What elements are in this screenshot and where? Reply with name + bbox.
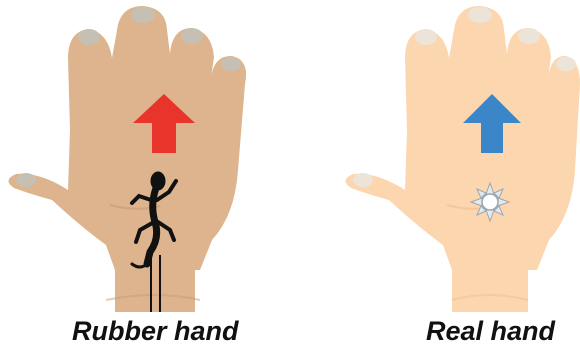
rubber-hand-panel: Rubber hand <box>0 0 290 350</box>
real-hand-illustration <box>290 0 580 312</box>
sparkle-icon <box>471 183 509 221</box>
rubber-hand-shape <box>8 6 246 312</box>
real-hand-shape <box>345 6 580 312</box>
real-hand-label: Real hand <box>426 312 555 350</box>
rubber-hand-label: Rubber hand <box>72 312 239 350</box>
rubber-hand-illustration <box>0 0 290 312</box>
real-hand-panel: Real hand <box>290 0 580 350</box>
